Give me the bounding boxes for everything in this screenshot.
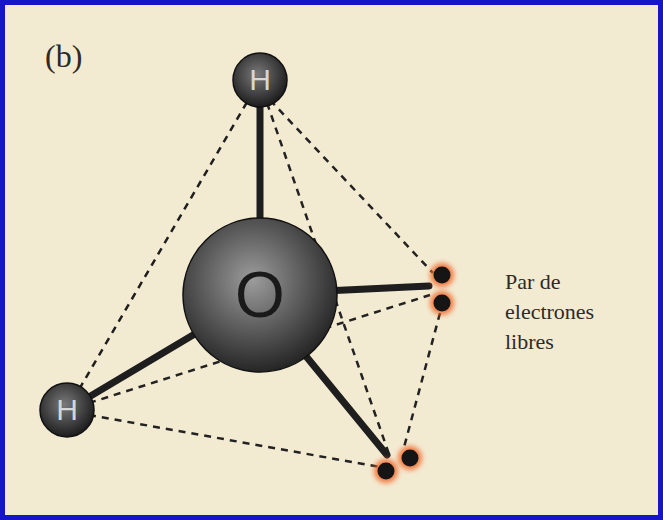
dashed-line bbox=[89, 415, 380, 467]
atom-symbol: H bbox=[249, 65, 271, 95]
sphere-outline bbox=[40, 383, 94, 437]
atom-circle: H bbox=[232, 52, 288, 108]
electron-glow bbox=[374, 459, 398, 483]
electron-dot bbox=[434, 295, 451, 312]
electron-dot bbox=[402, 450, 419, 467]
atom-circle: H bbox=[39, 382, 95, 438]
bond-line bbox=[257, 106, 264, 219]
electron-glow bbox=[430, 263, 454, 287]
sphere-outline bbox=[183, 218, 337, 372]
electron-glow bbox=[430, 291, 454, 315]
atom-circle: O bbox=[182, 217, 338, 373]
bond-line bbox=[325, 286, 429, 291]
atom-symbol: H bbox=[56, 395, 78, 425]
tetrahedron-illustration bbox=[5, 5, 663, 520]
lone-pair bbox=[374, 446, 422, 483]
bond-line bbox=[305, 355, 387, 455]
atom-symbol: O bbox=[235, 263, 285, 327]
sphere-outline bbox=[233, 53, 287, 107]
label-layer: (b) Par de electrones libres bbox=[5, 5, 663, 520]
electron-glow bbox=[398, 446, 422, 470]
panel-letter: (b) bbox=[45, 41, 82, 71]
electron-dot bbox=[378, 463, 395, 480]
node-layer: H O H bbox=[5, 5, 663, 520]
dashed-line bbox=[403, 313, 440, 451]
connector-layer bbox=[5, 5, 663, 520]
lone-pair bbox=[430, 263, 454, 315]
electron-dot bbox=[434, 267, 451, 284]
annotation-label: Par de electrones libres bbox=[505, 267, 630, 357]
